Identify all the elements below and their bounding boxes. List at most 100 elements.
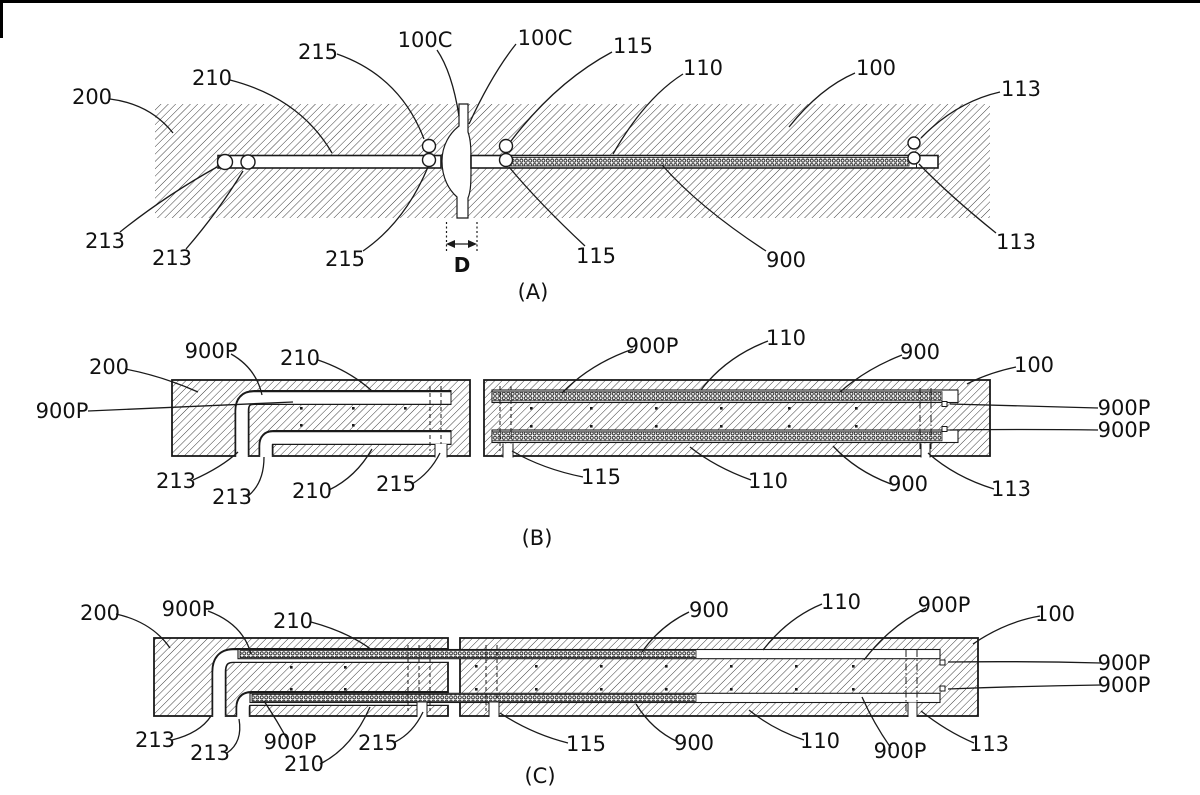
panel-c-label-900p-b2: 900P bbox=[874, 739, 927, 763]
leader-900p-r2 bbox=[949, 428, 1099, 431]
panel-b-label-215: 215 bbox=[376, 472, 416, 496]
leader-113 bbox=[920, 710, 975, 744]
leader-200 bbox=[115, 613, 171, 649]
leader-213-b bbox=[226, 718, 241, 754]
contact-circle-213 bbox=[240, 154, 256, 170]
panel-a-labels: 200 210 215 100C 100C 115 110 100 113 21… bbox=[72, 26, 1041, 304]
notch-215 bbox=[417, 702, 427, 717]
panel-b-label-113: 113 bbox=[991, 477, 1031, 501]
contact-115-dashed-lines bbox=[499, 386, 512, 451]
panel-c-pad-dots bbox=[290, 665, 855, 691]
panel-b-label-900p-t2: 900P bbox=[626, 334, 679, 358]
notch-115 bbox=[503, 443, 513, 458]
contact-circle-215 bbox=[421, 138, 437, 154]
panel-a-label-115-top: 115 bbox=[613, 34, 653, 58]
panel-c-label-900-top: 900 bbox=[689, 598, 729, 622]
notch-215 bbox=[435, 444, 447, 458]
panel-c-label-900p-t1: 900P bbox=[162, 597, 215, 621]
leader-115-top bbox=[510, 51, 613, 142]
separation-cavity bbox=[441, 103, 472, 219]
panel-c-label-110-bottom: 110 bbox=[800, 729, 840, 753]
wiring-900-lower bbox=[491, 431, 943, 442]
arrowhead-left bbox=[446, 240, 455, 248]
panel-b-label-213-a: 213 bbox=[156, 469, 196, 493]
leader-110 bbox=[612, 73, 684, 155]
panel-b-label-110-bottom: 110 bbox=[748, 469, 788, 493]
panel-b-label-115: 115 bbox=[581, 465, 621, 489]
dimension-d bbox=[445, 222, 478, 252]
panel-c-leader-lines bbox=[115, 603, 1102, 765]
contact-215-dashed-lines bbox=[429, 386, 442, 451]
leader-100 bbox=[972, 615, 1041, 645]
contact-circle-113 bbox=[907, 136, 921, 150]
leader-115-bottom bbox=[508, 166, 586, 247]
housing-200-pad-dots bbox=[300, 407, 407, 427]
leader-100c-right bbox=[468, 43, 517, 125]
leader-113-bottom bbox=[918, 163, 997, 234]
panel-a-label-113-bottom: 113 bbox=[996, 230, 1036, 254]
leader-200 bbox=[124, 368, 199, 393]
contact-circle-115 bbox=[498, 138, 514, 154]
leader-115 bbox=[499, 712, 569, 744]
leader-113-top bbox=[920, 91, 1001, 139]
wiring-900-lower bbox=[251, 694, 697, 702]
upper-conductor-213 bbox=[236, 392, 451, 459]
panel-b-label-200: 200 bbox=[89, 355, 129, 379]
panel-a-label-100: 100 bbox=[856, 56, 896, 80]
upper-conductor-213 bbox=[213, 650, 449, 719]
panel-a-label-200: 200 bbox=[72, 85, 112, 109]
lower-conductor-213 bbox=[260, 432, 451, 459]
panel-c-label-213-b: 213 bbox=[190, 741, 230, 765]
panel-a-label-210: 210 bbox=[192, 66, 232, 90]
panel-c-drawing bbox=[153, 637, 979, 719]
leader-900p-b2 bbox=[861, 696, 892, 749]
pad-900p-upper bbox=[939, 659, 946, 666]
panel-c-label-900-bottom: 900 bbox=[674, 731, 714, 755]
panel-b-label-110-top: 110 bbox=[766, 326, 806, 350]
contact-115-dashed-lines bbox=[485, 645, 498, 711]
panel-a-label-d: D bbox=[454, 253, 471, 277]
leader-213-a bbox=[192, 451, 239, 481]
panel-c-label-900p-b1: 900P bbox=[264, 730, 317, 754]
panel-b-label-100: 100 bbox=[1014, 353, 1054, 377]
wiring-900-upper bbox=[239, 650, 697, 658]
panel-a-label-100c-right: 100C bbox=[518, 26, 573, 50]
leader-210 bbox=[229, 79, 333, 154]
panel-a-label-100c-left: 100C bbox=[398, 28, 453, 52]
leader-215-bottom bbox=[362, 166, 429, 252]
panel-a-label-215-bottom: 215 bbox=[325, 247, 365, 271]
leader-900-bottom bbox=[635, 703, 679, 743]
contact-circle-113 bbox=[907, 151, 921, 165]
leader-900-bottom bbox=[832, 445, 892, 485]
leader-115 bbox=[511, 450, 584, 478]
panel-a-caption: (A) bbox=[518, 280, 549, 304]
panel-c-label-210-bottom: 210 bbox=[284, 752, 324, 776]
pad-900p-lower bbox=[939, 685, 946, 692]
panel-a: 200 210 215 100C 100C 115 110 100 113 21… bbox=[72, 26, 1041, 304]
panel-b-label-900-bottom: 900 bbox=[888, 472, 928, 496]
leader-110-top bbox=[762, 603, 823, 651]
leader-900-top bbox=[839, 354, 903, 393]
leader-900p-t1 bbox=[207, 610, 252, 655]
panel-b-leader-lines bbox=[87, 340, 1099, 497]
contact-circle-213 bbox=[216, 153, 234, 171]
leader-900p-r1 bbox=[949, 403, 1099, 409]
panel-c-label-100: 100 bbox=[1035, 602, 1075, 626]
panel-c-labels: 200 900P 210 900 110 900P 100 900P 900P … bbox=[80, 590, 1150, 788]
panel-b-label-210-top: 210 bbox=[280, 346, 320, 370]
leader-215 bbox=[411, 452, 441, 485]
contact-circle-215 bbox=[421, 152, 437, 168]
panel-c-caption: (C) bbox=[524, 764, 555, 788]
panel-c-label-110-top: 110 bbox=[821, 590, 861, 614]
panel-c-label-210-top: 210 bbox=[273, 609, 313, 633]
panel-c-label-900p-t2: 900P bbox=[918, 593, 971, 617]
panel-a-label-113-top: 113 bbox=[1001, 77, 1041, 101]
panel-c-label-215: 215 bbox=[358, 731, 398, 755]
panel-b-label-213-b: 213 bbox=[212, 485, 252, 509]
leader-900p-r1 bbox=[947, 661, 1102, 664]
panel-a-label-115-bottom: 115 bbox=[576, 244, 616, 268]
panel-c: 200 900P 210 900 110 900P 100 900P 900P … bbox=[80, 590, 1150, 788]
leader-900p-b1 bbox=[263, 700, 289, 742]
panel-b-label-900p-r2: 900P bbox=[1098, 418, 1151, 442]
